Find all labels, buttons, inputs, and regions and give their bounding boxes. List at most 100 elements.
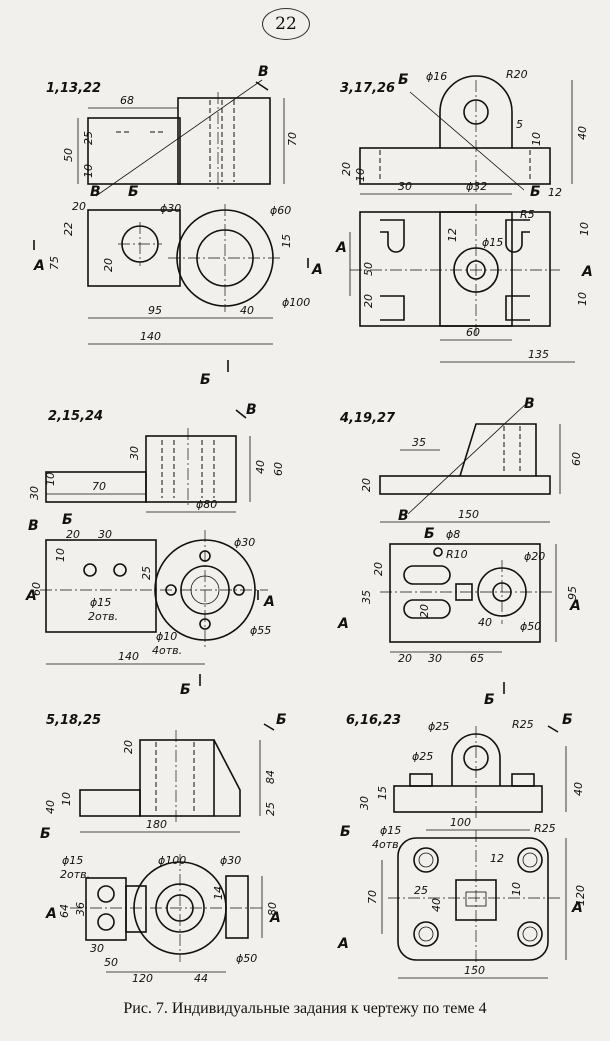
svg-text:Б: Б [62, 512, 73, 528]
svg-text:30: 30 [28, 486, 41, 500]
panel-6-hole-c [413, 921, 439, 947]
figure-caption: Рис. 7. Индивидуальные задания к чертежу… [123, 1000, 487, 1017]
svg-text:А: А [581, 264, 593, 280]
svg-text:40: 40 [240, 304, 254, 317]
svg-text:10: 10 [530, 132, 543, 146]
panel-3: 2,15,24 30 40 60 30 10 70 ϕ80 В [25, 402, 285, 698]
svg-text:5: 5 [516, 118, 523, 131]
svg-text:100: 100 [450, 816, 471, 829]
panel-4-slot-b [403, 599, 451, 619]
svg-text:ϕ80: ϕ80 [196, 498, 217, 511]
svg-text:50: 50 [104, 956, 118, 969]
svg-text:ϕ25: ϕ25 [412, 750, 433, 763]
label-5-A: А [45, 906, 57, 922]
svg-text:А: А [263, 594, 275, 610]
svg-text:Б: Б [424, 526, 435, 542]
svg-text:ϕ25: ϕ25 [428, 720, 449, 733]
panel-5-variants: 5,18,25 [46, 713, 101, 728]
svg-text:ϕ10: ϕ10 [156, 630, 177, 643]
panel-2: 3,17,26 ϕ16 R20 5 10 40 20 10 30 ϕ32 12 … [335, 68, 593, 363]
svg-text:Б: Б [562, 712, 573, 728]
svg-text:25: 25 [414, 884, 428, 897]
panel-3-top-plate [45, 539, 157, 633]
svg-text:10: 10 [354, 168, 367, 182]
panel-5-hole-15a [97, 885, 115, 903]
svg-text:10: 10 [576, 292, 589, 306]
svg-text:Б: Б [398, 72, 409, 88]
svg-text:ϕ50: ϕ50 [520, 620, 541, 633]
svg-text:40: 40 [572, 782, 585, 796]
svg-text:120: 120 [574, 885, 587, 906]
svg-text:140: 140 [140, 330, 161, 343]
svg-text:25: 25 [82, 131, 95, 145]
svg-text:В: В [90, 184, 101, 200]
svg-text:12: 12 [490, 852, 504, 865]
svg-text:150: 150 [464, 964, 485, 977]
svg-text:В: В [524, 396, 535, 412]
svg-text:ϕ30: ϕ30 [220, 854, 241, 867]
panel-1-front-high [177, 97, 271, 185]
panel-1: 1,13,22 В 68 50 25 10 70 [33, 64, 323, 388]
svg-text:А: А [337, 616, 349, 632]
svg-text:R5: R5 [520, 208, 535, 221]
svg-text:40: 40 [430, 898, 443, 912]
svg-text:А: А [337, 936, 349, 952]
svg-text:ϕ100: ϕ100 [158, 854, 186, 867]
svg-text:ϕ8: ϕ8 [446, 528, 460, 541]
svg-text:36: 36 [74, 902, 87, 916]
svg-text:R25: R25 [534, 822, 556, 835]
svg-text:30: 30 [398, 180, 412, 193]
svg-text:40: 40 [478, 616, 492, 629]
panel-5-hole-15b [97, 913, 115, 931]
panel-4-variants: 4,19,27 [339, 411, 396, 426]
svg-text:20: 20 [362, 294, 375, 308]
svg-text:60: 60 [272, 462, 285, 476]
panel-6-front-base [393, 785, 543, 813]
panel-6-variants: 6,16,23 [346, 713, 401, 728]
svg-text:ϕ50: ϕ50 [236, 952, 257, 965]
svg-text:R25: R25 [512, 718, 534, 731]
svg-text:140: 140 [118, 650, 139, 663]
svg-text:60: 60 [466, 326, 480, 339]
svg-text:10: 10 [82, 164, 95, 178]
svg-text:20: 20 [418, 604, 431, 618]
svg-text:22: 22 [62, 222, 75, 236]
svg-text:Б: Б [128, 184, 139, 200]
svg-text:ϕ100: ϕ100 [282, 296, 310, 309]
svg-text:60: 60 [30, 582, 43, 596]
panel-6-hole-b [517, 847, 543, 873]
svg-text:120: 120 [132, 972, 153, 985]
svg-text:10: 10 [578, 222, 591, 236]
svg-text:20: 20 [66, 528, 80, 541]
svg-text:65: 65 [470, 652, 484, 665]
svg-text:150: 150 [458, 508, 479, 521]
svg-text:Б: Б [200, 372, 211, 388]
svg-text:А: А [33, 258, 45, 274]
svg-text:20: 20 [398, 652, 412, 665]
svg-text:60: 60 [570, 452, 583, 466]
svg-text:44: 44 [194, 972, 208, 985]
label-1-B1: В [258, 64, 269, 80]
svg-text:R20: R20 [506, 68, 528, 81]
panel-2-front-lug [439, 75, 513, 148]
svg-text:80: 80 [266, 902, 279, 916]
svg-text:Б: Б [180, 682, 191, 698]
svg-text:ϕ30: ϕ30 [160, 202, 181, 215]
svg-text:20: 20 [360, 478, 373, 492]
svg-text:В: В [398, 508, 409, 524]
svg-text:А: А [571, 900, 583, 916]
svg-text:10: 10 [44, 472, 57, 486]
svg-text:40: 40 [576, 126, 589, 140]
label-5-A2: А [269, 910, 281, 926]
panel-5-top-rib [225, 875, 249, 939]
svg-text:4отв.: 4отв. [372, 838, 402, 851]
svg-text:68: 68 [120, 94, 134, 107]
svg-text:А: А [335, 240, 347, 256]
panel-5-front-high [139, 739, 215, 817]
svg-text:10: 10 [60, 792, 73, 806]
panel-3-hole-15b [113, 563, 127, 577]
svg-text:50: 50 [62, 148, 75, 162]
svg-text:64: 64 [58, 904, 71, 918]
svg-text:30: 30 [98, 528, 112, 541]
